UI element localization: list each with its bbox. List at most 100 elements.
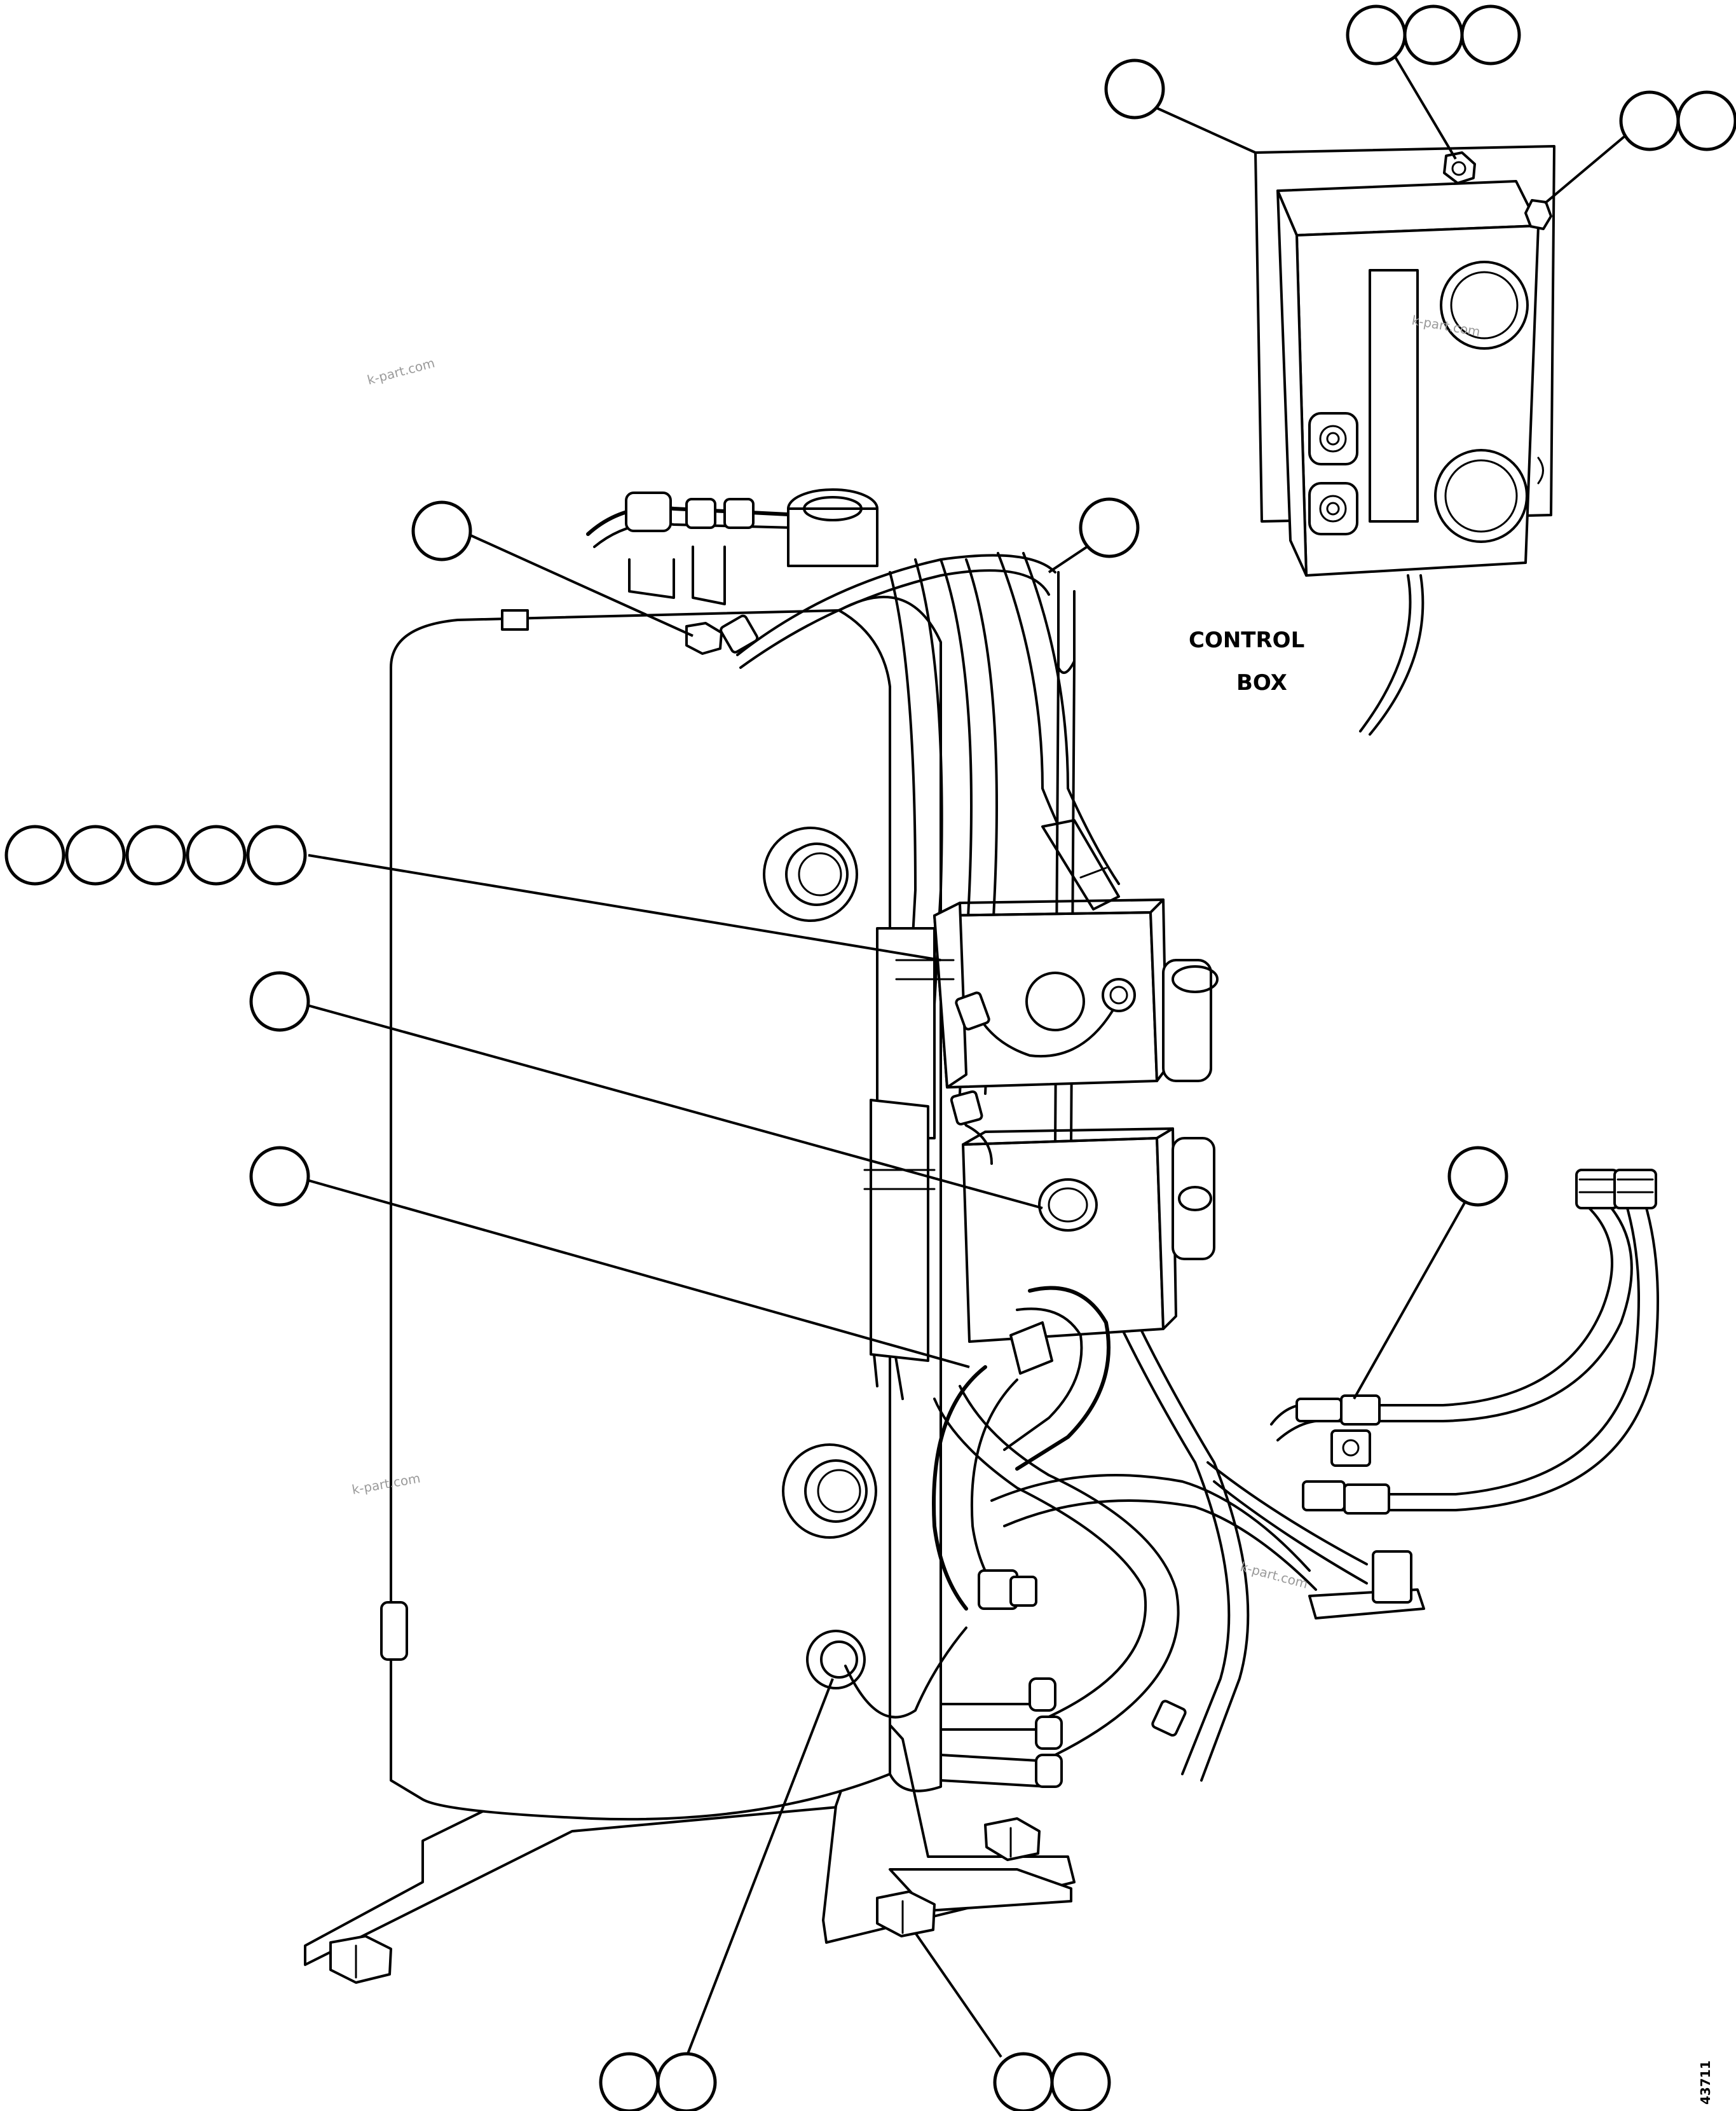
sensor-wire-top: [736, 554, 1056, 656]
lower-sensor-wire: [844, 1626, 967, 1719]
return-line-1: [933, 1398, 1147, 1718]
hose-left-4: [965, 558, 998, 1095]
pipe-clamp-1: [1029, 1677, 1056, 1712]
upper-valve-connector: [1102, 978, 1136, 1012]
control-box-label-line1: CONTROL: [1189, 628, 1304, 653]
callout-upper-valve-1: [4, 825, 65, 886]
upper-valve-left-plate: [933, 902, 967, 1089]
compressor: [304, 595, 1076, 1984]
top-screw: [685, 622, 723, 655]
leader-lower-valve: [304, 1003, 1043, 1209]
leader-lower-fitting: [685, 1678, 834, 2058]
leader-sensor-wire: [1048, 546, 1088, 574]
callout-side-screw-1: [1619, 90, 1680, 151]
top-filter: [787, 488, 878, 567]
mounting-screw-top: [1443, 151, 1476, 184]
callout-sensor-wire: [1079, 497, 1140, 558]
harness-connector-end-2: [1613, 1169, 1657, 1209]
right-harness: [1206, 1169, 1659, 1619]
callout-upper-valve-5: [246, 825, 307, 886]
lower-valve-block: [863, 1090, 1215, 1471]
base-bolt-left: [329, 1935, 392, 1984]
callout-lower-fitting-1: [599, 2052, 660, 2111]
bottom-pipe-4: [940, 1779, 1050, 1788]
lower-dial-inner: [1444, 459, 1518, 533]
leader-bracket: [304, 1178, 970, 1368]
compressor-shell-side: [838, 595, 942, 1792]
lower-coil: [1172, 1137, 1215, 1260]
callout-side-screw-2: [1676, 90, 1736, 151]
callout-upper-valve-2: [65, 825, 126, 886]
upper-valve-port: [1025, 972, 1085, 1031]
lower-loop-2: [1003, 1499, 1317, 1591]
lower-valve-body: [962, 1137, 1165, 1343]
side-port-left: [380, 1601, 408, 1661]
upper-wire-plug: [955, 991, 990, 1031]
callout-screw-2: [1403, 4, 1464, 65]
hose-sleeve: [1041, 819, 1120, 911]
wire-hook: [1057, 571, 1076, 674]
leader-control-box-side-screw: [1543, 135, 1625, 205]
lower-sensor: [978, 1569, 1037, 1610]
callout-base-bolt-1: [993, 2052, 1054, 2111]
base-bolt-center: [876, 1890, 936, 1937]
lower-valve-side: [1156, 1127, 1177, 1330]
lower-dial: [1434, 449, 1528, 543]
display-window: [1369, 269, 1419, 523]
pressure-switch-bracket: [1330, 1429, 1371, 1467]
upper-valve-block: [876, 898, 1219, 1139]
harness-connector-end-1: [1575, 1169, 1619, 1209]
callout-screw-3: [1460, 4, 1521, 65]
upper-bracket: [876, 927, 936, 1139]
callouts: [4, 4, 1736, 2111]
lower-piping: [844, 1365, 1317, 1788]
suction-line-1: [932, 1365, 987, 1611]
callout-pressure-switch: [1447, 1146, 1508, 1207]
leader-upper-valve: [308, 854, 941, 961]
return-line-2: [959, 1385, 1180, 1756]
callout-lower-valve: [249, 971, 310, 1032]
control-cable: [1359, 574, 1412, 732]
mounting-screw-right: [1524, 199, 1552, 230]
top-fitting-2: [685, 498, 755, 529]
indicator-lamp-upper: [1308, 412, 1358, 465]
callout-upper-valve-3: [125, 825, 186, 886]
harness-lower-bracket: [1308, 1550, 1425, 1619]
pipe-clamp-3: [1035, 1754, 1063, 1788]
leader-control-box-screw: [1394, 56, 1457, 160]
sight-glass-upper: [763, 827, 858, 922]
side-latch: [1537, 457, 1544, 485]
leader-base-bolt: [914, 1932, 1002, 2058]
callout-bracket: [249, 1146, 310, 1207]
top-piping: [586, 488, 1076, 674]
control-box-left-side: [1276, 189, 1308, 577]
harness-wire-6: [1213, 1480, 1368, 1585]
callout-screw-1: [1346, 4, 1407, 65]
watermark-1: k-part.com: [366, 355, 436, 387]
pressure-switch-lower: [1302, 1480, 1390, 1515]
indicator-lamp-lower: [1308, 482, 1358, 535]
top-port-left: [501, 609, 529, 631]
callout-top-fitting: [411, 500, 472, 561]
base-bolt-right: [984, 1817, 1041, 1861]
callout-base-bolt-2: [1050, 2052, 1111, 2111]
side-plug: [1151, 1700, 1187, 1737]
callout-upper-valve-4: [186, 825, 247, 886]
lower-valve-port: [1038, 1178, 1098, 1232]
leader-pressure-switch: [1353, 1201, 1466, 1399]
pressure-switch-upper: [1295, 1394, 1381, 1426]
suction-line-2: [970, 1379, 1018, 1604]
harness-wire-4: [1321, 1207, 1659, 1511]
lower-wire-plug: [950, 1090, 983, 1125]
harness-wire-3: [1321, 1207, 1640, 1496]
top-fitting-bracket: [628, 558, 675, 599]
sensor-wire-top-edge: [739, 569, 1050, 669]
drawing-number: 43711: [1698, 2060, 1713, 2105]
upper-dial: [1440, 261, 1529, 350]
lower-elbow-pipe: [1015, 1286, 1111, 1471]
control-box: CONTROL BOX: [1189, 145, 1555, 736]
hose-left-3: [940, 558, 973, 1095]
control-cable-edge: [1369, 574, 1425, 736]
leader-top-fitting: [460, 530, 694, 637]
